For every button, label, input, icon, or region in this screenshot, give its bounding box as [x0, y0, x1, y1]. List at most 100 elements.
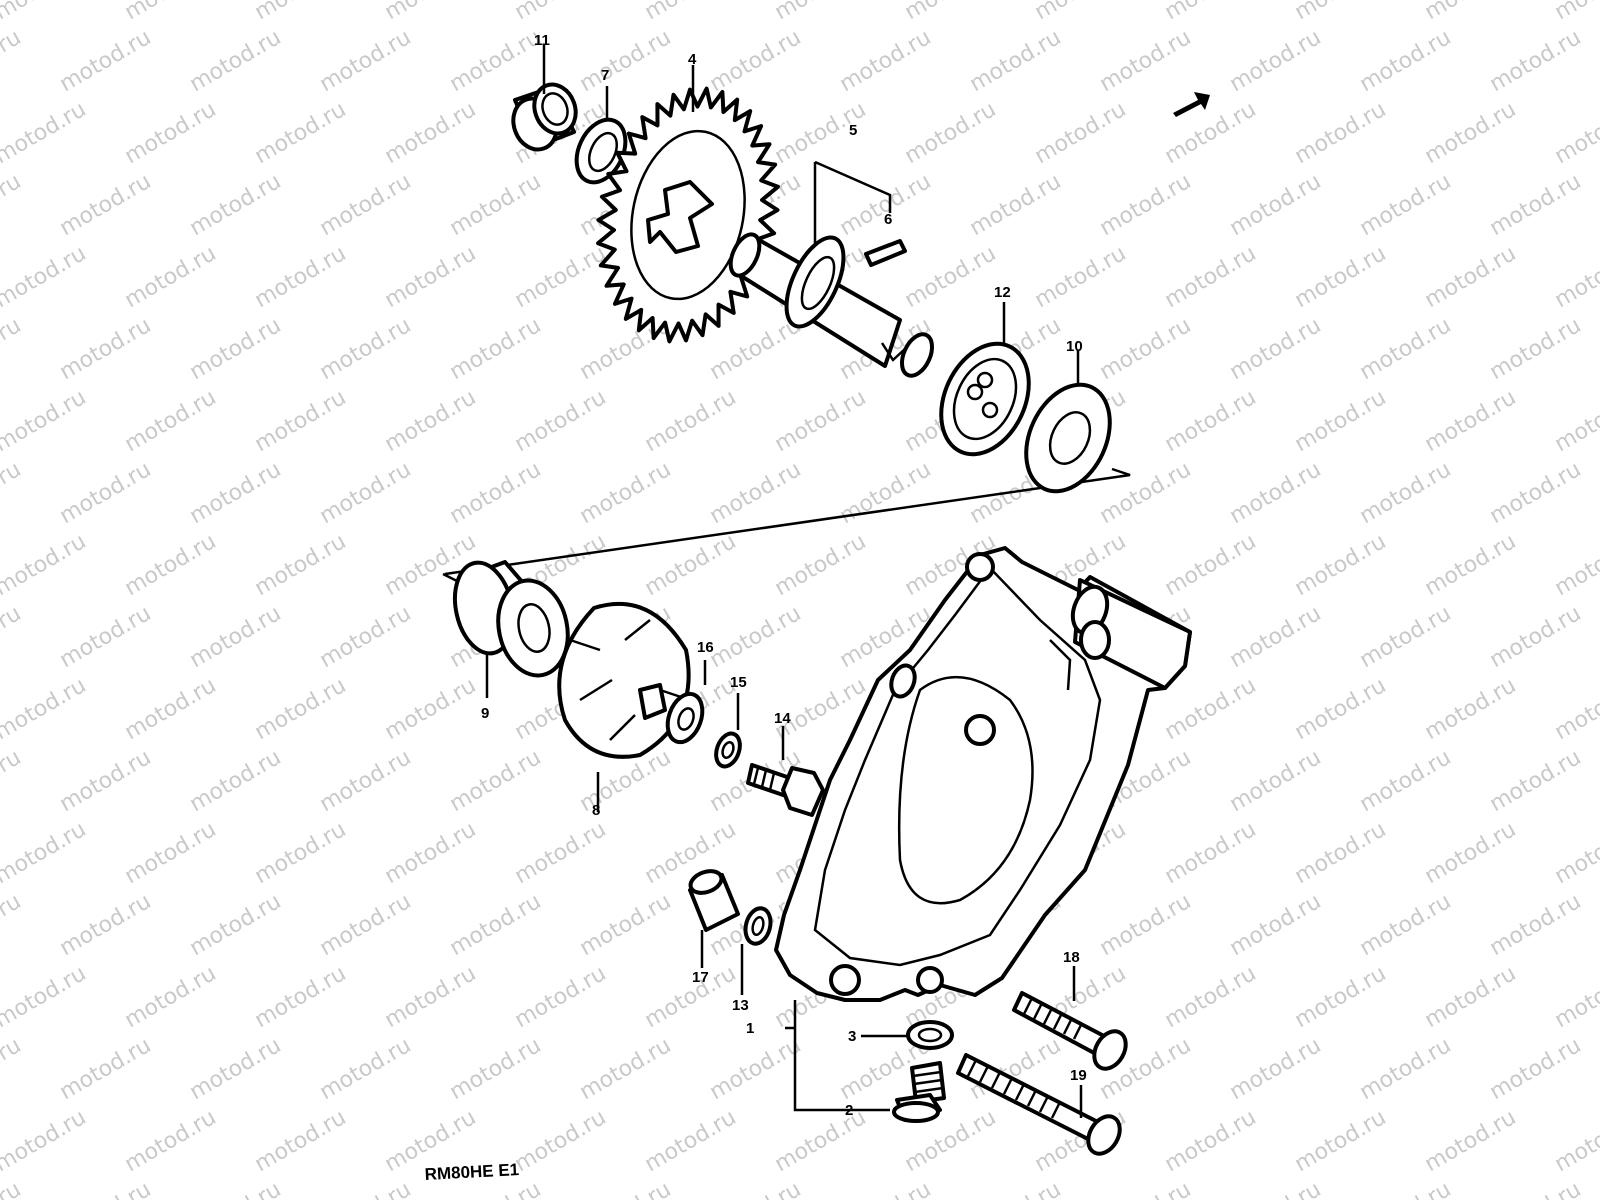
watermark-text: motod.ru — [0, 25, 25, 97]
watermark-text: motod.ru — [576, 1177, 676, 1200]
callout-1: 1 — [746, 1020, 754, 1037]
callout-13: 13 — [732, 997, 749, 1014]
watermark-text: motod.ru — [0, 601, 25, 673]
watermark-text: motod.ru — [316, 169, 416, 241]
watermark-text: motod.ru — [511, 241, 611, 313]
assembly-guide-line — [444, 467, 1131, 576]
part-17-dowel-pin — [688, 869, 740, 932]
watermark-text: motod.ru — [836, 1177, 936, 1200]
watermark-text: motod.ru — [0, 529, 90, 601]
callout-4: 4 — [688, 51, 697, 68]
watermark-text: motod.ru — [966, 25, 1066, 97]
watermark-text: motod.ru — [771, 1105, 871, 1177]
watermark-text: motod.ru — [186, 745, 286, 817]
callout-18: 18 — [1063, 949, 1080, 966]
watermark-text: motod.ru — [316, 25, 416, 97]
watermark-text: motod.ru — [56, 889, 156, 961]
watermark-text: motod.ru — [511, 961, 611, 1033]
watermark-text: motod.ru — [1291, 817, 1391, 889]
watermark-text: motod.ru — [251, 0, 351, 25]
watermark-text: motod.ru — [1161, 1105, 1261, 1177]
watermark-text: motod.ru — [1291, 385, 1391, 457]
part-15-washer — [714, 731, 742, 769]
part-8-impeller — [557, 601, 691, 759]
watermark-text: motod.ru — [1096, 1177, 1196, 1200]
watermark-text: motod.ru — [966, 1177, 1066, 1200]
watermark-text: motod.ru — [1356, 169, 1456, 241]
watermark-text: motod.ru — [0, 1105, 90, 1177]
watermark-text: motod.ru — [1161, 961, 1261, 1033]
watermark-text: motod.ru — [316, 1033, 416, 1105]
watermark-text: motod.ru — [1226, 313, 1326, 385]
watermark-text: motod.ru — [1291, 97, 1391, 169]
watermark-text: motod.ru — [706, 457, 806, 529]
watermark-text: motod.ru — [1486, 745, 1586, 817]
watermark-text: motod.ru — [316, 889, 416, 961]
watermark-text: motod.ru — [0, 313, 25, 385]
watermark-text: motod.ru — [446, 889, 546, 961]
watermark-text: motod.ru — [576, 25, 676, 97]
part-14-bolt — [746, 763, 825, 817]
watermark-text: motod.ru — [1291, 0, 1391, 25]
watermark-text: motod.ru — [1096, 313, 1196, 385]
callout-19: 19 — [1070, 1067, 1087, 1084]
watermark-text: motod.ru — [1551, 241, 1600, 313]
watermark-text: motod.ru — [1421, 961, 1521, 1033]
watermark-text: motod.ru — [381, 961, 481, 1033]
watermark-text: motod.ru — [1356, 1033, 1456, 1105]
watermark-text: motod.ru — [771, 385, 871, 457]
watermark-text: motod.ru — [1031, 97, 1131, 169]
part-10-oil-seal — [1024, 382, 1112, 494]
watermark-text: motod.ru — [121, 385, 221, 457]
watermark-text: motod.ru — [0, 169, 25, 241]
watermark-text: motod.ru — [1096, 169, 1196, 241]
watermark-text: motod.ru — [836, 25, 936, 97]
watermark-text: motod.ru — [251, 385, 351, 457]
watermark-text: motod.ru — [381, 817, 481, 889]
part-5-shaft — [728, 232, 935, 378]
callout-3: 3 — [848, 1028, 856, 1045]
watermark-text: motod.ru — [1486, 457, 1586, 529]
watermark-text: motod.ru — [1551, 961, 1600, 1033]
part-2-drain-plug — [892, 1061, 946, 1123]
callout-17: 17 — [692, 969, 709, 986]
watermark-text: motod.ru — [0, 889, 25, 961]
watermark-text: motod.ru — [1161, 529, 1261, 601]
watermark-text: motod.ru — [1356, 889, 1456, 961]
watermark-text: motod.ru — [446, 457, 546, 529]
diagram-code: RM80HE E1 — [424, 1160, 519, 1184]
watermark-text: motod.ru — [1486, 1033, 1586, 1105]
watermark-text: motod.ru — [0, 97, 90, 169]
watermark-text: motod.ru — [1161, 0, 1261, 25]
watermark-text: motod.ru — [316, 745, 416, 817]
watermark-text: motod.ru — [1486, 1177, 1586, 1200]
watermark-text: motod.ru — [1486, 889, 1586, 961]
watermark-text: motod.ru — [901, 97, 1001, 169]
part-6-pin — [864, 239, 907, 267]
watermark-text: motod.ru — [1291, 961, 1391, 1033]
watermark-text: motod.ru — [1356, 601, 1456, 673]
watermark-text: motod.ru — [1291, 1105, 1391, 1177]
watermark-text: motod.ru — [641, 961, 741, 1033]
watermark-text: motod.ru — [56, 745, 156, 817]
callout-10: 10 — [1066, 338, 1083, 355]
watermark-text: motod.ru — [316, 601, 416, 673]
watermark-text: motod.ru — [1161, 817, 1261, 889]
watermark-text: motod.ru — [706, 1033, 806, 1105]
watermark-text: motod.ru — [1421, 241, 1521, 313]
part-4-gear — [596, 86, 780, 344]
watermark-text: motod.ru — [121, 241, 221, 313]
watermark-text: motod.ru — [1096, 889, 1196, 961]
watermark-text: motod.ru — [0, 745, 25, 817]
watermark-text: motod.ru — [121, 961, 221, 1033]
watermark-text: motod.ru — [1096, 457, 1196, 529]
watermark-text: motod.ru — [1551, 529, 1600, 601]
watermark-text: motod.ru — [901, 241, 1001, 313]
watermark-text: motod.ru — [186, 457, 286, 529]
watermark-text: motod.ru — [1421, 1105, 1521, 1177]
callout-7: 7 — [601, 67, 609, 84]
watermark-text: motod.ru — [251, 817, 351, 889]
watermark-text: motod.ru — [121, 529, 221, 601]
watermark-text: motod.ru — [316, 313, 416, 385]
part-11-bushing — [511, 82, 578, 152]
